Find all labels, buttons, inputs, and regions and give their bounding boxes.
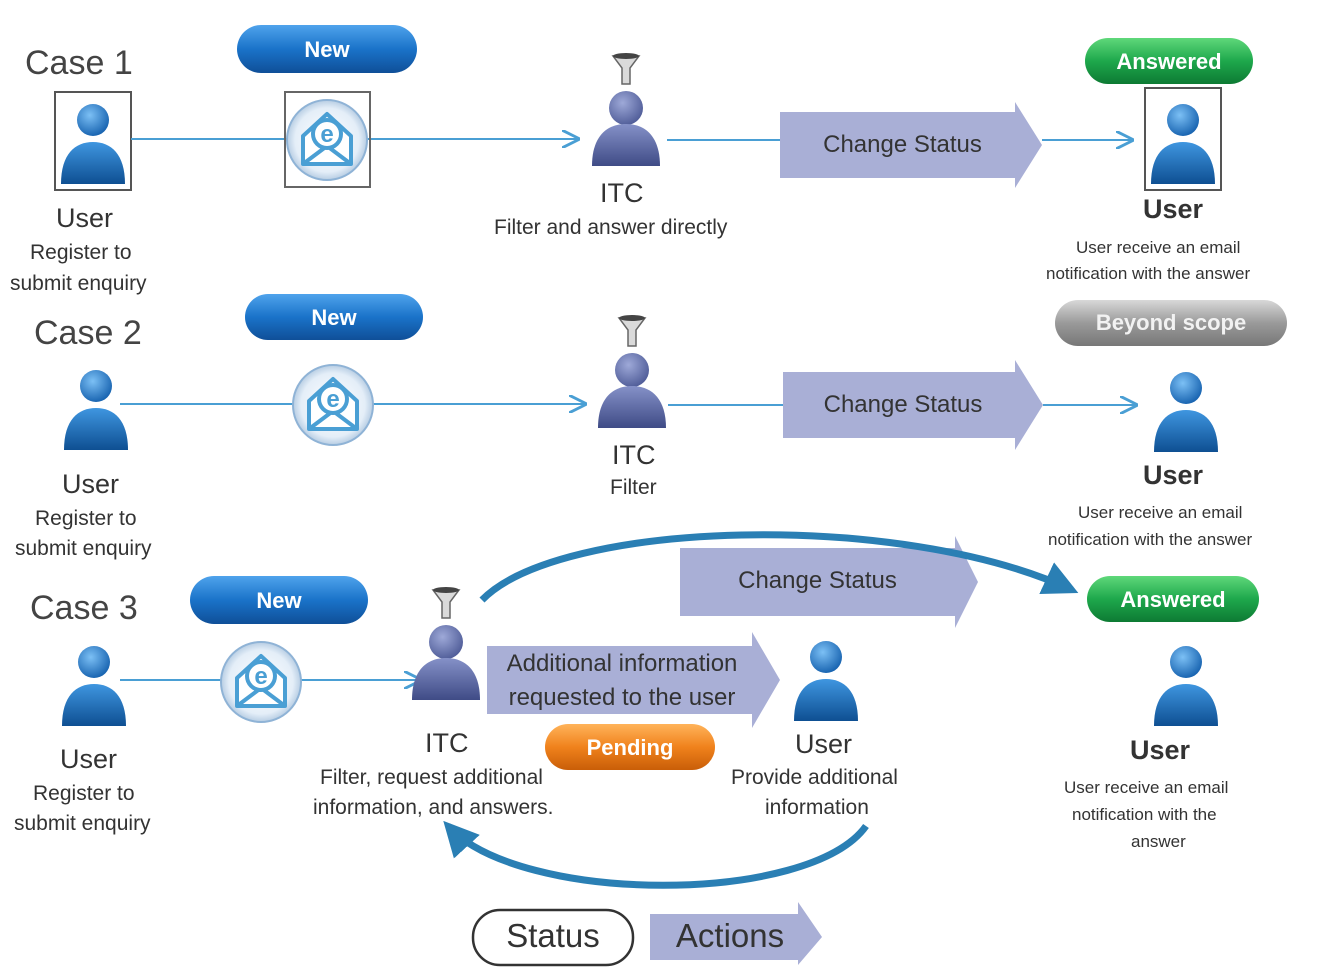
email-envelope-icon <box>220 641 302 723</box>
case-3-info-label-2: requested to the user <box>508 684 736 711</box>
itc-filter-icon <box>591 52 661 167</box>
case-1-itc-desc: Filter and answer directly <box>494 216 728 239</box>
answered-badge <box>1085 38 1253 84</box>
pending-badge <box>545 724 715 770</box>
case-1-group <box>54 25 1253 191</box>
case-3-result-badge-label: Answered <box>1120 587 1226 612</box>
case-2-result-desc-2: notification with the answer <box>1048 530 1253 549</box>
itc-filter-icon <box>597 314 667 429</box>
itc-filter-icon <box>411 586 481 701</box>
email-envelope-icon <box>292 364 374 446</box>
case-2-result-badge-label: Beyond scope <box>1095 310 1247 335</box>
answer-curve-arrow <box>479 531 1079 603</box>
case-3-action-label: Change Status <box>738 567 897 594</box>
case-3-result-title: User <box>1130 735 1191 765</box>
case-1-result-title: User <box>1143 194 1204 224</box>
case-2-itc-desc: Filter <box>610 476 657 499</box>
case-1-itc-title: ITC <box>600 178 644 208</box>
user-icon <box>794 641 858 721</box>
return-curve-arrow <box>443 820 869 889</box>
case-2-action-label: Change Status <box>823 391 983 418</box>
case-1-user-frame <box>54 91 132 191</box>
case-2-result-desc-1: User receive an email <box>1078 503 1243 522</box>
case-3-label: Case 3 <box>30 589 138 627</box>
additional-info-arrow <box>487 632 780 728</box>
case-1-result-badge-label: Answered <box>1116 49 1222 74</box>
case-1-user-title: User <box>56 203 114 233</box>
case-2-user-desc-1: Register to <box>35 507 137 530</box>
case-1-user-desc-1: Register to <box>30 241 132 264</box>
email-envelope-icon <box>286 99 368 181</box>
case-3-user-title: User <box>60 744 118 774</box>
case-3-new-label: New <box>256 588 302 613</box>
user-icon <box>64 370 128 450</box>
case-3-result-desc-2: notification with the <box>1072 805 1217 824</box>
case-3-user-desc-2: submit enquiry <box>14 812 151 835</box>
case-1-user-desc-2: submit enquiry <box>10 272 147 295</box>
case-3-pending-label: Pending <box>586 735 674 760</box>
case-1-mail-frame <box>284 91 371 188</box>
legend-actions-shape <box>650 902 822 965</box>
case-2-result-title: User <box>1143 460 1204 490</box>
case-1-new-label: New <box>304 37 350 62</box>
case-2-user-title: User <box>62 469 120 499</box>
new-badge <box>190 576 368 624</box>
case-3-itc-desc-1: Filter, request additional <box>320 766 543 789</box>
beyond-scope-badge <box>1055 300 1287 346</box>
case-3-mid-user-desc-1: Provide additional <box>731 766 898 789</box>
case-3-result-desc-3: answer <box>1131 832 1186 851</box>
case-3-user-desc-1: Register to <box>33 782 135 805</box>
case-3-info-label-1: Additional information <box>506 650 738 677</box>
answered-badge <box>1087 576 1259 622</box>
case-1-label: Case 1 <box>25 44 133 82</box>
case-2-user-desc-2: submit enquiry <box>15 537 152 560</box>
case-3-group <box>62 531 1259 889</box>
case-3-mid-user-title: User <box>795 729 853 759</box>
case-1-result-desc-2: notification with the answer <box>1046 264 1251 283</box>
case-1-result-desc-1: User receive an email <box>1076 238 1241 257</box>
case-3-result-desc-1: User receive an email <box>1064 778 1229 797</box>
user-icon <box>1154 372 1218 452</box>
new-badge <box>237 25 417 73</box>
case-3-mid-user-desc-2: information <box>765 796 869 819</box>
case-1-action-label: Change Status <box>823 131 982 158</box>
legend-status-label: Status <box>506 917 600 954</box>
user-icon <box>1154 646 1218 726</box>
case-2-itc-title: ITC <box>612 440 656 470</box>
change-status-arrow <box>780 102 1042 188</box>
legend <box>471 902 822 967</box>
case-3-itc-title: ITC <box>425 728 469 758</box>
legend-status-shape <box>471 908 635 967</box>
user-icon <box>62 646 126 726</box>
user-icon <box>1151 104 1215 184</box>
change-status-arrow <box>783 360 1043 450</box>
case-2-group <box>64 294 1287 452</box>
case-1-result-frame <box>1144 87 1222 191</box>
case-2-new-label: New <box>311 305 357 330</box>
change-status-arrow <box>680 536 978 628</box>
new-badge <box>245 294 423 340</box>
legend-actions-label: Actions <box>675 917 785 954</box>
case-2-label: Case 2 <box>34 314 142 352</box>
case-3-itc-desc-2: information, and answers. <box>313 796 554 819</box>
user-icon <box>61 104 125 184</box>
